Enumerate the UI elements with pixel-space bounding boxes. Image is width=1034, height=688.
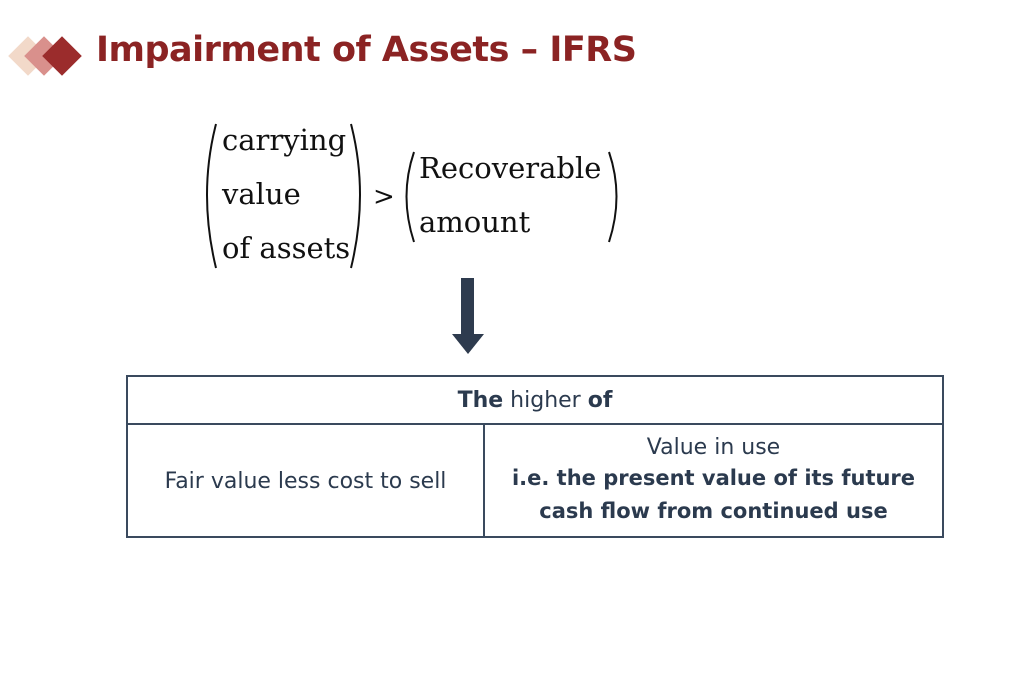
formula-right-word-2: amount — [419, 205, 531, 239]
right-close-paren — [608, 151, 618, 243]
right-open-paren — [405, 151, 415, 243]
formula-left-word-3: of assets — [222, 231, 351, 265]
left-open-paren — [206, 123, 217, 269]
recoverable-amount-table: The higher of Fair value less cost to se… — [126, 375, 944, 538]
table-cell-fair-value: Fair value less cost to sell — [128, 425, 485, 538]
value-in-use-definition-1: i.e. the present value of its future — [511, 466, 916, 490]
value-in-use-definition-2: cash flow from continued use — [539, 499, 888, 523]
header-bold-of: of — [587, 387, 613, 413]
formula-left-word-1: carrying — [222, 123, 347, 157]
value-in-use-label: Value in use — [646, 435, 781, 460]
table-header: The higher of — [128, 377, 942, 425]
formula-right-word-1: Recoverable — [419, 151, 602, 185]
slide-title: Impairment of Assets – IFRS — [96, 30, 637, 70]
header-higher: higher — [510, 387, 581, 413]
impairment-formula: carrying value of assets > Recoverable a… — [196, 118, 636, 278]
formula-operator: > — [373, 182, 395, 212]
down-arrow-icon — [452, 278, 484, 354]
formula-left-word-2: value — [222, 177, 301, 211]
left-close-paren — [350, 123, 361, 269]
table-cell-value-in-use: Value in use i.e. the present value of i… — [485, 425, 942, 538]
fair-value-text: Fair value less cost to sell — [164, 469, 447, 494]
header-bold-the: The — [457, 387, 504, 413]
formula-parentheses — [206, 123, 618, 269]
